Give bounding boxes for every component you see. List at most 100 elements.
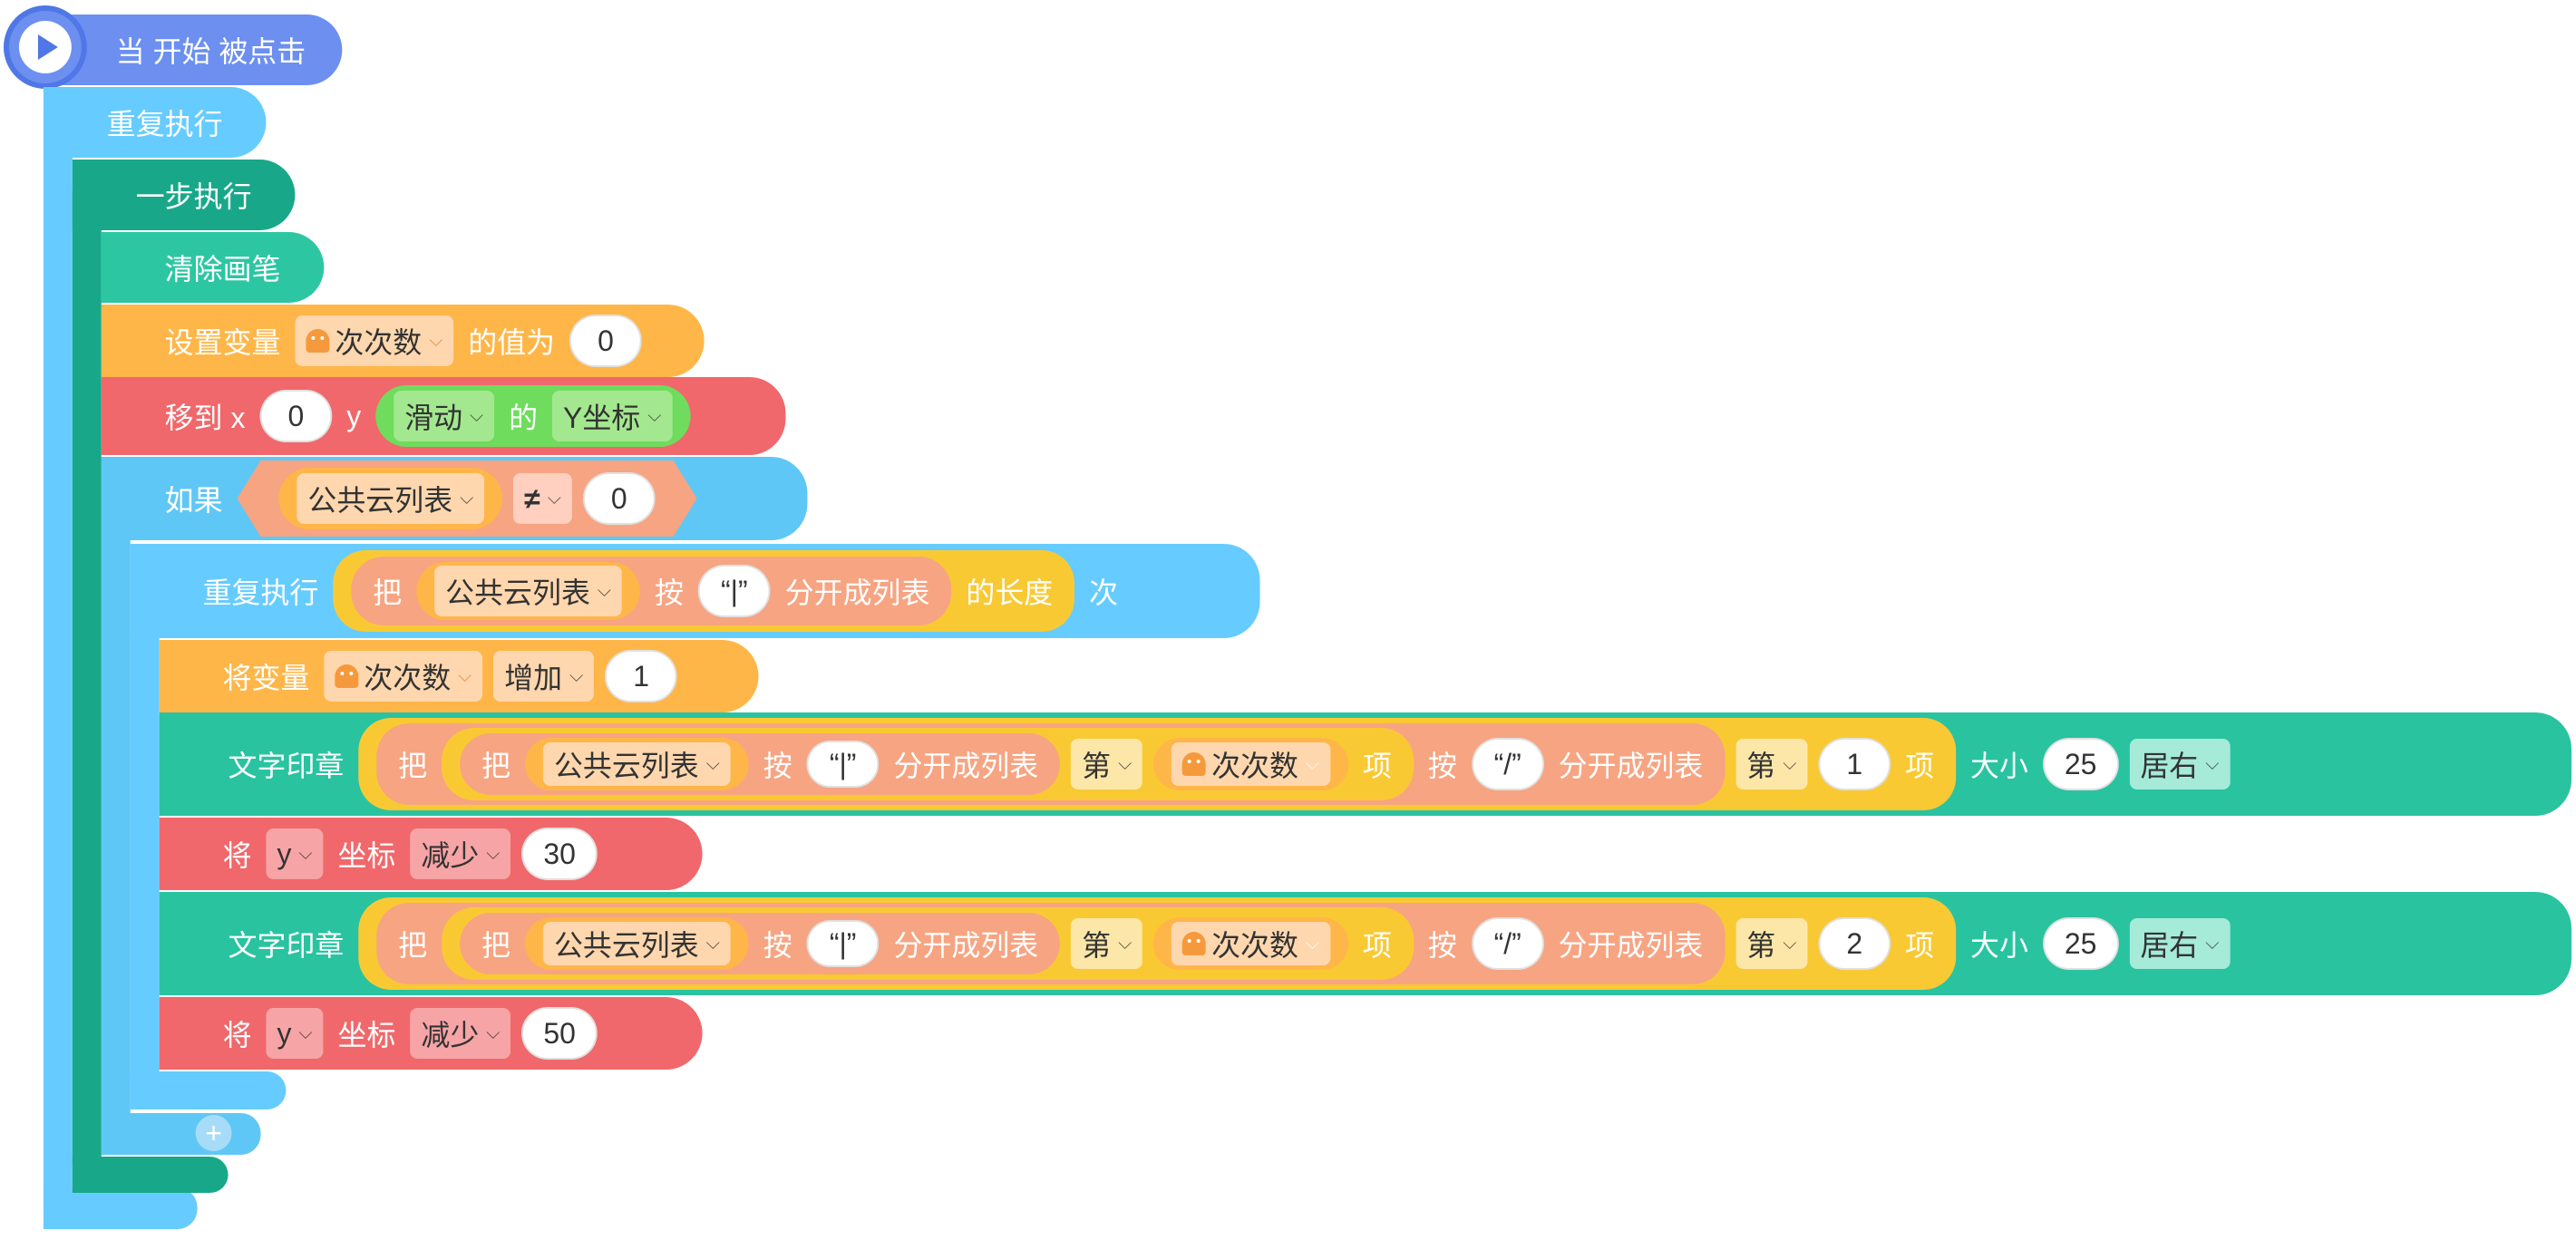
text-stamp-block-1[interactable]: 文字印章 把 把 公共云列表 ⌵ 按 “|” 分 — [159, 712, 2572, 816]
add-branch-button[interactable]: + — [195, 1115, 232, 1151]
inner-item-reporter[interactable]: 把 公共云列表 ⌵ 按 “|” 分开成列表 第 ⌵ — [442, 728, 1414, 800]
index-mode-dropdown[interactable]: 第 ⌵ — [1071, 918, 1143, 969]
text-stamp-block-2[interactable]: 文字印章 把 把 公共云列表 ⌵ 按 “|” 分 — [159, 892, 2572, 995]
align-dropdown[interactable]: 居右 ⌵ — [2129, 739, 2231, 790]
set-variable-block[interactable]: 设置变量 次次数 ⌵ 的值为 0 — [101, 305, 705, 377]
list-dropdown[interactable]: 公共云列表 ⌵ — [542, 922, 731, 965]
operator-dropdown[interactable]: ≠ ⌵ — [513, 473, 572, 524]
separator-input[interactable]: “|” — [697, 565, 771, 617]
index-mode-dropdown[interactable]: 第 ⌵ — [1735, 918, 1808, 969]
var-reporter[interactable]: 次次数 ⌵ — [1153, 738, 1349, 790]
inner-split-reporter[interactable]: 把 公共云列表 ⌵ 按 “|” 分开成列表 — [460, 733, 1061, 795]
separator-input[interactable]: “|” — [806, 920, 880, 967]
ba-label: 把 — [398, 750, 428, 782]
inner-item-reporter[interactable]: 把 公共云列表 ⌵ 按 “|” 分开成列表 第 ⌵ — [442, 907, 1414, 980]
ghost-icon — [335, 664, 359, 688]
separator-input[interactable]: “/” — [1471, 738, 1544, 790]
inner-split-reporter[interactable]: 把 公共云列表 ⌵ 按 “|” 分开成列表 — [460, 913, 1061, 974]
ba-label: 把 — [481, 929, 511, 962]
move-to-prefix: 移到 x — [164, 402, 246, 434]
chevron-down-icon: ⌵ — [486, 1022, 501, 1043]
index-input[interactable]: 1 — [1818, 738, 1891, 790]
xiang-label: 项 — [1905, 929, 1935, 962]
op-dropdown[interactable]: 增加 ⌵ — [493, 651, 595, 702]
list-name: 公共云列表 — [553, 929, 699, 962]
axis-dropdown[interactable]: y ⌵ — [266, 1008, 324, 1059]
chevron-down-icon: ⌵ — [1783, 933, 1797, 954]
chevron-down-icon: ⌵ — [460, 488, 474, 509]
index-mode-dropdown[interactable]: 第 ⌵ — [1735, 739, 1808, 790]
if-arm — [101, 530, 131, 1129]
list-reporter[interactable]: 公共云列表 ⌵ — [278, 468, 502, 529]
change-y-block-1[interactable]: 将 y ⌵ 坐标 减少 ⌵ 30 — [159, 818, 703, 890]
item-reporter[interactable]: 把 把 公共云列表 ⌵ 按 “|” 分开成列表 — [358, 897, 1957, 990]
op-dropdown[interactable]: 减少 ⌵ — [410, 828, 511, 879]
start-block[interactable]: 当 开始 被点击 — [43, 15, 343, 85]
axis-dropdown[interactable]: y ⌵ — [266, 828, 324, 879]
split-label: 分开成列表 — [893, 750, 1039, 782]
list-dropdown[interactable]: 公共云列表 ⌵ — [434, 566, 623, 616]
var-dropdown[interactable]: 次次数 ⌵ — [295, 315, 454, 366]
size-label: 大小 — [1970, 929, 2028, 962]
list-reporter[interactable]: 公共云列表 ⌵ — [416, 562, 640, 620]
outer-split-reporter[interactable]: 把 把 公共云列表 ⌵ 按 “|” 分开成列表 — [376, 723, 1725, 805]
list-reporter[interactable]: 公共云列表 ⌵ — [525, 738, 749, 790]
move-x-input[interactable]: 0 — [259, 390, 333, 442]
var-reporter[interactable]: 次次数 ⌵ — [1153, 917, 1349, 970]
repeat-forever-label: 重复执行 — [106, 108, 223, 140]
item-reporter[interactable]: 把 把 公共云列表 ⌵ 按 “|” 分开成列表 — [358, 718, 1957, 810]
property-dropdown[interactable]: Y坐标 ⌵ — [552, 391, 673, 441]
outer-split-reporter[interactable]: 把 把 公共云列表 ⌵ 按 “|” 分开成列表 — [376, 903, 1725, 984]
step-exec-block[interactable]: 一步执行 — [72, 160, 296, 230]
change-y-value-input[interactable]: 50 — [521, 1007, 598, 1060]
coord-label: 坐标 — [337, 1019, 396, 1051]
chevron-down-icon: ⌵ — [705, 753, 720, 774]
split-reporter[interactable]: 把 公共云列表 ⌵ 按 “|” 分开成列表 — [351, 557, 952, 625]
ghost-icon — [306, 329, 330, 353]
sprite-dropdown[interactable]: 滑动 ⌵ — [394, 391, 495, 441]
chevron-down-icon: ⌵ — [2205, 933, 2220, 954]
var-name: 次次数 — [364, 662, 452, 694]
list-dropdown[interactable]: 公共云列表 ⌵ — [296, 473, 484, 524]
var-name: 次次数 — [335, 326, 423, 359]
property-name: Y坐标 — [563, 402, 641, 434]
chevron-down-icon: ⌵ — [647, 405, 662, 426]
not-equal-condition[interactable]: 公共云列表 ⌵ ≠ ⌵ 0 — [238, 460, 697, 537]
split-label: 分开成列表 — [784, 576, 930, 609]
separator-input[interactable]: “|” — [806, 741, 880, 788]
length-reporter[interactable]: 把 公共云列表 ⌵ 按 “|” 分开成列表 的长度 — [333, 550, 1075, 632]
move-to-block[interactable]: 移到 x 0 y 滑动 ⌵ 的 Y坐标 ⌵ — [101, 377, 786, 455]
var-dropdown[interactable]: 次次数 ⌵ — [324, 651, 483, 702]
align-dropdown[interactable]: 居右 ⌵ — [2129, 918, 2231, 969]
var-dropdown[interactable]: 次次数 ⌵ — [1171, 742, 1331, 786]
op-name: 减少 — [421, 839, 480, 872]
size-input[interactable]: 25 — [2042, 738, 2119, 790]
separator-input[interactable]: “/” — [1471, 917, 1544, 970]
move-y-label: y — [346, 399, 362, 432]
compare-value-input[interactable]: 0 — [583, 472, 656, 525]
repeat-forever-block[interactable]: 重复执行 — [43, 87, 267, 158]
var-dropdown[interactable]: 次次数 ⌵ — [1171, 922, 1331, 965]
chevron-down-icon: ⌵ — [1305, 753, 1320, 774]
stamp-prefix: 文字印章 — [228, 750, 345, 782]
size-input[interactable]: 25 — [2042, 917, 2119, 970]
index-mode-dropdown[interactable]: 第 ⌵ — [1071, 739, 1143, 790]
change-y-value-input[interactable]: 30 — [521, 828, 598, 880]
di-label: 第 — [1082, 929, 1112, 962]
if-block[interactable]: 如果 公共云列表 ⌵ ≠ ⌵ 0 — [101, 457, 808, 540]
sprite-property-reporter[interactable]: 滑动 ⌵ 的 Y坐标 ⌵ — [375, 385, 691, 447]
repeat-n-block[interactable]: 重复执行 把 公共云列表 ⌵ 按 “|” 分开成列表 的长度 次 — [130, 544, 1260, 638]
list-dropdown[interactable]: 公共云列表 ⌵ — [542, 742, 731, 786]
change-variable-block[interactable]: 将变量 次次数 ⌵ 增加 ⌵ 1 — [159, 640, 759, 712]
index-input[interactable]: 2 — [1818, 917, 1891, 970]
op-dropdown[interactable]: 减少 ⌵ — [410, 1008, 511, 1059]
clear-pen-block[interactable]: 清除画笔 — [101, 232, 325, 303]
repeat-n-suffix: 次 — [1089, 576, 1119, 609]
change-y-block-2[interactable]: 将 y ⌵ 坐标 减少 ⌵ 50 — [159, 997, 703, 1070]
coord-label: 坐标 — [337, 839, 396, 872]
op-name: 增加 — [504, 662, 563, 694]
change-var-value-input[interactable]: 1 — [605, 650, 678, 702]
play-icon[interactable] — [3, 5, 87, 89]
set-var-value-input[interactable]: 0 — [569, 315, 642, 367]
list-reporter[interactable]: 公共云列表 ⌵ — [525, 917, 749, 970]
